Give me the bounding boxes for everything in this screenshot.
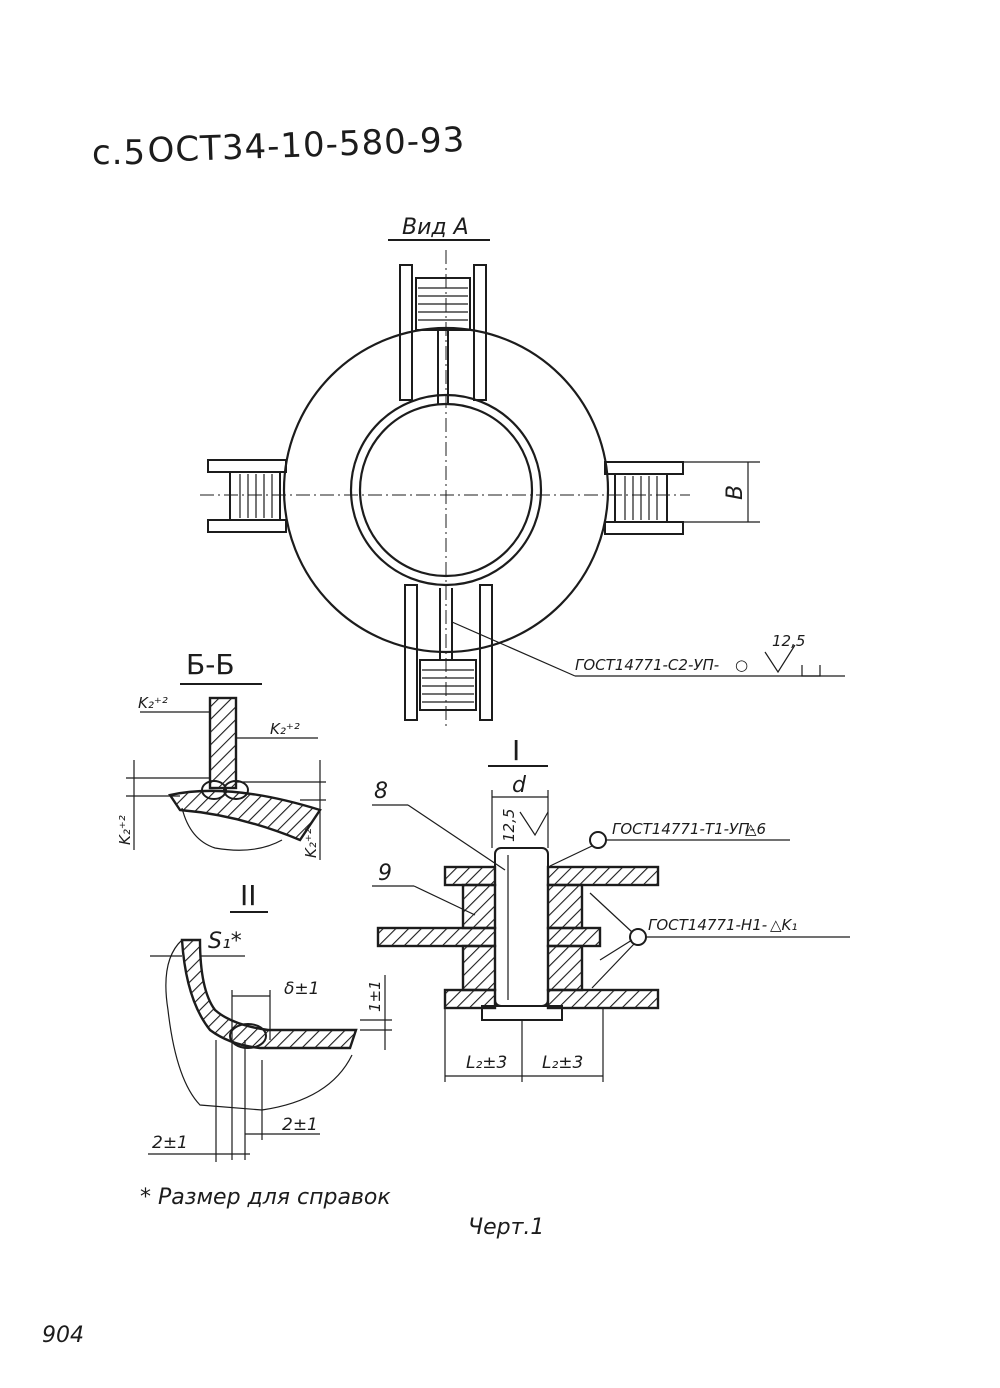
ii-bent-plate <box>180 938 358 1050</box>
page-label: с.5 <box>92 133 146 173</box>
weld-t1-text: ГОСТ14771-Т1-УП- <box>612 820 755 838</box>
spring-block-right <box>604 461 684 535</box>
bb-rib-plate <box>208 696 238 790</box>
spring-block-bottom <box>404 584 493 721</box>
spring-block-left <box>207 459 287 533</box>
detail-i-roughness: 12,5 <box>500 809 518 842</box>
detail-i-title: I <box>512 734 520 767</box>
weld-h1-text: ГОСТ14771-Н1- <box>648 916 767 934</box>
ii-s1: S₁* <box>208 929 242 954</box>
dimension-b: B <box>680 461 760 523</box>
section-bb: Б-Б K₂⁺² K₂⁺² K₂⁺² K₂⁺² <box>116 648 326 860</box>
bb-base-plate <box>168 789 322 842</box>
bb-k-left: K₂⁺² <box>116 815 134 845</box>
dim-d-label: d <box>512 773 527 798</box>
weld-c2-text: ГОСТ14771-С2-УП- <box>575 656 719 674</box>
position-8: 8 <box>374 779 388 804</box>
bb-k-top-right: K₂⁺² <box>270 720 300 738</box>
bb-k-right: K₂⁺² <box>302 828 320 858</box>
detail-ii: II S₁* δ±1 1±1 2±1 2±1 <box>148 879 392 1162</box>
view-a: Вид А <box>200 215 845 730</box>
page-number: 904 <box>42 1323 84 1348</box>
dim-b-label: B <box>723 485 748 500</box>
position-9: 9 <box>378 861 392 886</box>
l2-right: L₂±3 <box>542 1053 583 1073</box>
ii-two-left: 2±1 <box>152 1133 188 1153</box>
weld-callout-c2: ГОСТ14771-С2-УП- ○ 12,5 <box>451 621 845 677</box>
section-bb-title: Б-Б <box>186 648 235 681</box>
l2-left: L₂±3 <box>466 1053 507 1073</box>
weld-c2-symbol: ○ <box>735 656 748 674</box>
roughness-main: 12,5 <box>772 632 805 650</box>
spring-block-top <box>399 264 487 405</box>
detail-ii-title: II <box>240 879 257 912</box>
weld-t1-leg: △6 <box>745 820 766 838</box>
view-a-title: Вид А <box>402 215 469 240</box>
pin-axle <box>494 847 549 1007</box>
standard-number: ОСТ34-10-580-93 <box>147 120 466 171</box>
bb-k-top-left: K₂⁺² <box>138 694 168 712</box>
weld-h1-leg: △K₁ <box>770 916 797 934</box>
footnote: * Размер для справок <box>140 1185 391 1210</box>
drawing-caption: Черт.1 <box>468 1215 544 1240</box>
ii-two-right: 2±1 <box>282 1115 318 1135</box>
detail-i: I d 12,5 8 9 <box>372 734 850 1082</box>
ii-delta: δ±1 <box>284 979 319 999</box>
ii-one: 1±1 <box>366 980 384 1012</box>
